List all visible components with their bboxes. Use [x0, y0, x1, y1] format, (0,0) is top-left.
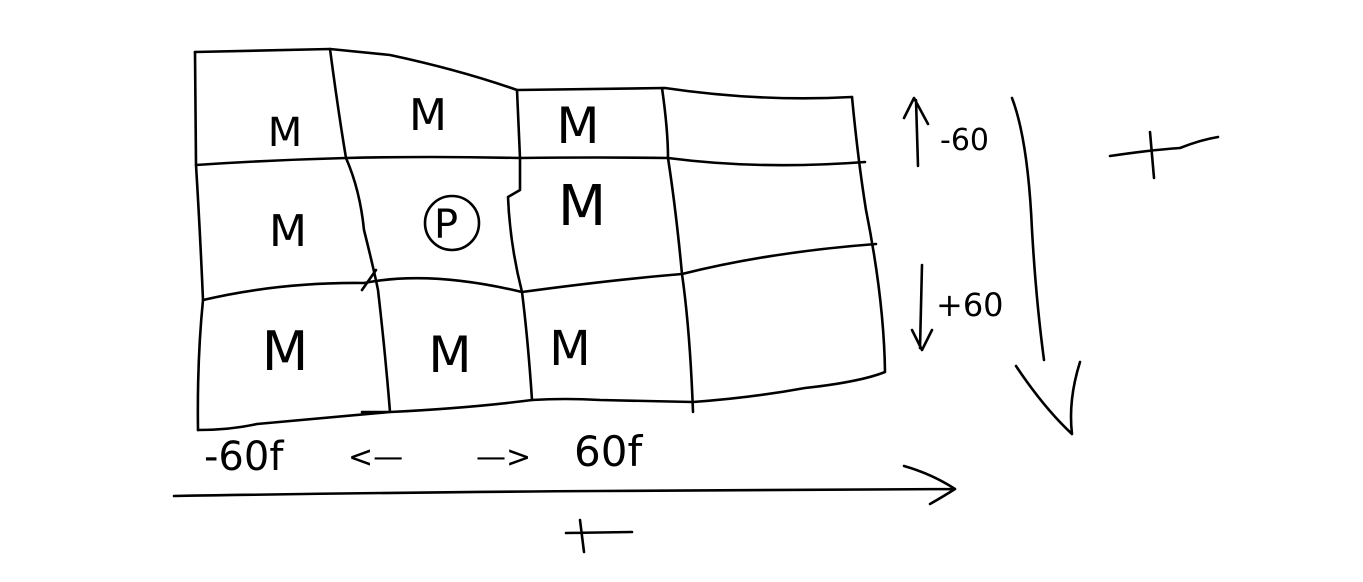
x-left-label: -60f [204, 434, 284, 480]
x-right-label: 60f [574, 427, 643, 476]
cell-r2c3: M [558, 174, 606, 239]
x-right-arrow: —> [476, 440, 531, 475]
plus-icon-bottom [564, 518, 634, 554]
grid-bottom-border [196, 397, 695, 432]
long-down-arrow-icon [1010, 96, 1082, 436]
cell-r2c2-circle [423, 194, 481, 252]
y-down-label: +60 [936, 286, 1004, 324]
grid-col-line-1 [328, 47, 392, 414]
cell-r2c2: P [434, 202, 458, 248]
cell-r1c2: M [409, 90, 447, 141]
plus-icon-right [1108, 130, 1220, 180]
cell-r3c3: M [549, 321, 590, 377]
grid-left-border [193, 50, 205, 432]
long-right-arrow-icon [172, 464, 957, 506]
grid-col-line-2 [506, 88, 534, 402]
cell-r2c1: M [269, 206, 307, 257]
grid-right-border [691, 95, 887, 404]
horizontal-annotations: -60f <— —> 60f [172, 427, 957, 554]
y-up-label: -60 [940, 123, 989, 158]
cell-r1c3: M [556, 97, 599, 155]
grid-col-line-3 [660, 86, 695, 414]
grid-row-line-1 [194, 155, 867, 167]
grid-lines [193, 47, 887, 432]
cell-r1c1: M [268, 110, 303, 156]
cell-r3c2: M [428, 326, 471, 384]
up-arrow-icon [902, 96, 930, 168]
grid-col-line-1-tick [360, 268, 378, 292]
grid-top-border [193, 47, 854, 100]
x-left-arrow: <— [348, 440, 403, 475]
grid-cells: M M M M P M M M M [262, 90, 606, 384]
vertical-annotations: -60 +60 [902, 96, 1220, 436]
down-arrow-icon [910, 263, 934, 352]
cell-r3c1: M [262, 320, 309, 383]
